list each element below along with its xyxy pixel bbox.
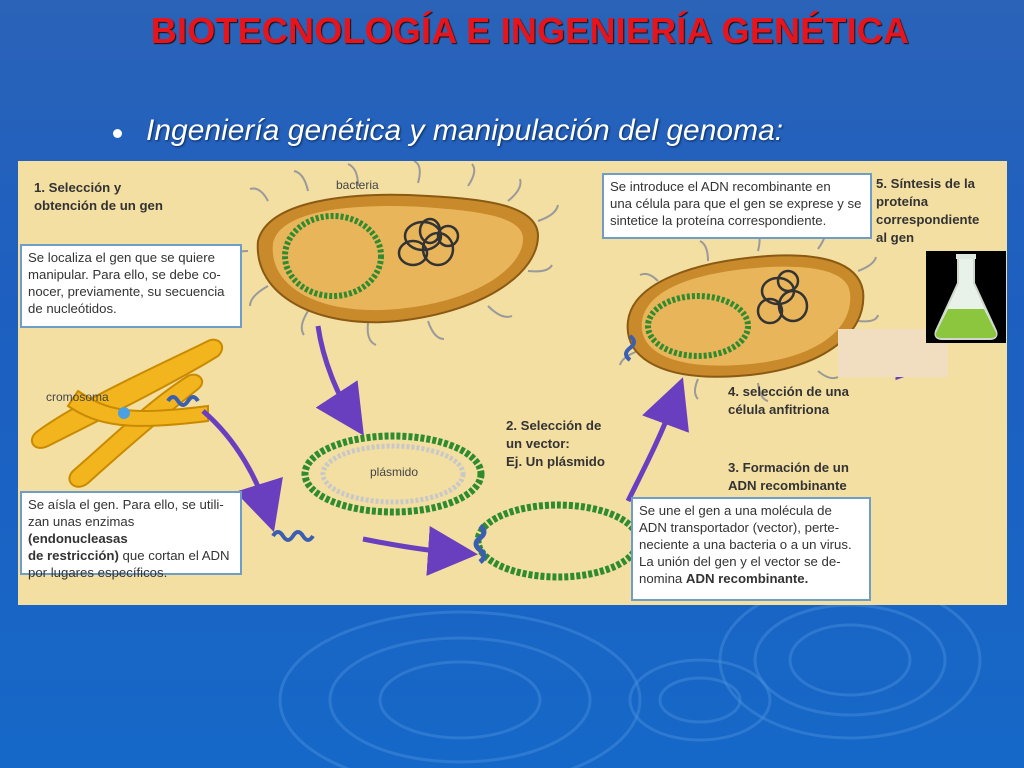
- introduce-dna-box: Se introduce el ADN recombinante en una …: [602, 173, 872, 239]
- step-2-line-3: Ej. Un plásmido: [506, 454, 605, 469]
- join-line-5a: nomina: [639, 571, 686, 586]
- join-line-1: Se une el gen a una molécula de: [639, 503, 832, 518]
- protein-flask-panel: [926, 251, 1006, 343]
- plasmido-label: plásmido: [370, 465, 419, 479]
- isolate-line-4: por lugares específicos.: [28, 565, 168, 580]
- locate-line-3: nocer, previamente, su secuencia: [28, 284, 225, 299]
- step-5-line-3: correspondiente: [876, 212, 980, 227]
- isolated-gene: [271, 530, 315, 542]
- step-4-heading: 4. selección de una célula anfitriona: [728, 383, 849, 419]
- slide-title: BIOTECNOLOGÍA E INGENIERÍA GENÉTICA: [150, 10, 910, 51]
- isolate-line-2a: zan unas enzimas: [28, 514, 135, 529]
- join-line-3: neciente a una bacteria o a un virus.: [639, 537, 852, 552]
- flask-icon: [934, 254, 998, 340]
- isolate-line-3b: que cortan el ADN: [118, 548, 230, 563]
- chromosome: [30, 338, 224, 488]
- recombinant-dna-ring: [474, 501, 642, 581]
- step-1-line-2: obtención de un gen: [34, 198, 163, 213]
- isolate-line-3: de restricción) que cortan el ADN: [28, 547, 234, 564]
- step-2-line-2: un vector:: [506, 436, 570, 451]
- step-3-line-1: 3. Formación de un: [728, 460, 849, 475]
- step-4-line-1: 4. selección de una: [728, 384, 849, 399]
- locate-gene-box: Se localiza el gen que se quiere manipul…: [20, 244, 242, 328]
- step-2-heading: 2. Selección de un vector: Ej. Un plásmi…: [506, 417, 605, 471]
- step-2-line-1: 2. Selección de: [506, 418, 602, 433]
- step-3-heading: 3. Formación de un ADN recombinante: [728, 459, 849, 495]
- step-1-line-1: 1. Selección y: [34, 180, 122, 195]
- step-5-heading: 5. Síntesis de la proteína correspondien…: [876, 175, 979, 247]
- isolate-line-2b: (endonucleasas: [28, 531, 128, 546]
- genetic-engineering-diagram: bacteria cromosoma plásmido 1. Selección…: [18, 161, 1007, 605]
- join-vector-box: Se une el gen a una molécula de ADN tran…: [631, 497, 871, 601]
- process-arrows: [201, 325, 948, 576]
- join-line-5b: ADN recombinante.: [685, 571, 809, 586]
- introduce-line-3: sintetice la proteína correspondiente.: [610, 213, 827, 228]
- bullet-dot: [113, 129, 122, 138]
- locate-line-2: manipular. Para ello, se debe co-: [28, 267, 221, 282]
- introduce-line-1: Se introduce el ADN recombinante en: [610, 179, 831, 194]
- bacterium-2: [619, 228, 879, 402]
- bacteria-label: bacteria: [336, 178, 379, 192]
- bullet-text: Ingeniería genética y manipulación del g…: [146, 114, 784, 147]
- step-3-line-2: ADN recombinante: [728, 478, 847, 493]
- isolate-line-2: zan unas enzimas (endonucleasas: [28, 513, 234, 547]
- step-5-line-2: proteína: [876, 194, 929, 209]
- plasmid-ring: [301, 432, 485, 516]
- diagram-illustration: [30, 161, 948, 581]
- step-5-line-4: al gen: [876, 230, 915, 245]
- introduce-line-2: una célula para que el gen se exprese y …: [610, 196, 862, 211]
- step-1-heading: 1. Selección y obtención de un gen: [34, 179, 163, 215]
- isolate-line-1: Se aísla el gen. Para ello, se utili-: [28, 497, 224, 512]
- isolate-gene-box: Se aísla el gen. Para ello, se utili- za…: [20, 491, 242, 580]
- bacterium-1: [223, 161, 559, 346]
- join-line-5: nomina ADN recombinante.: [639, 570, 863, 587]
- step-4-line-2: célula anfitriona: [728, 402, 830, 417]
- cromosoma-label: cromosoma: [46, 390, 109, 404]
- step-5-line-1: 5. Síntesis de la: [876, 176, 975, 191]
- join-line-4: La unión del gen y el vector se de-: [639, 554, 841, 569]
- join-line-2: ADN transportador (vector), perte-: [639, 520, 840, 535]
- locate-line-4: de nucleótidos.: [28, 301, 117, 316]
- locate-line-1: Se localiza el gen que se quiere: [28, 250, 215, 265]
- isolate-line-3a: de restricción): [28, 548, 119, 563]
